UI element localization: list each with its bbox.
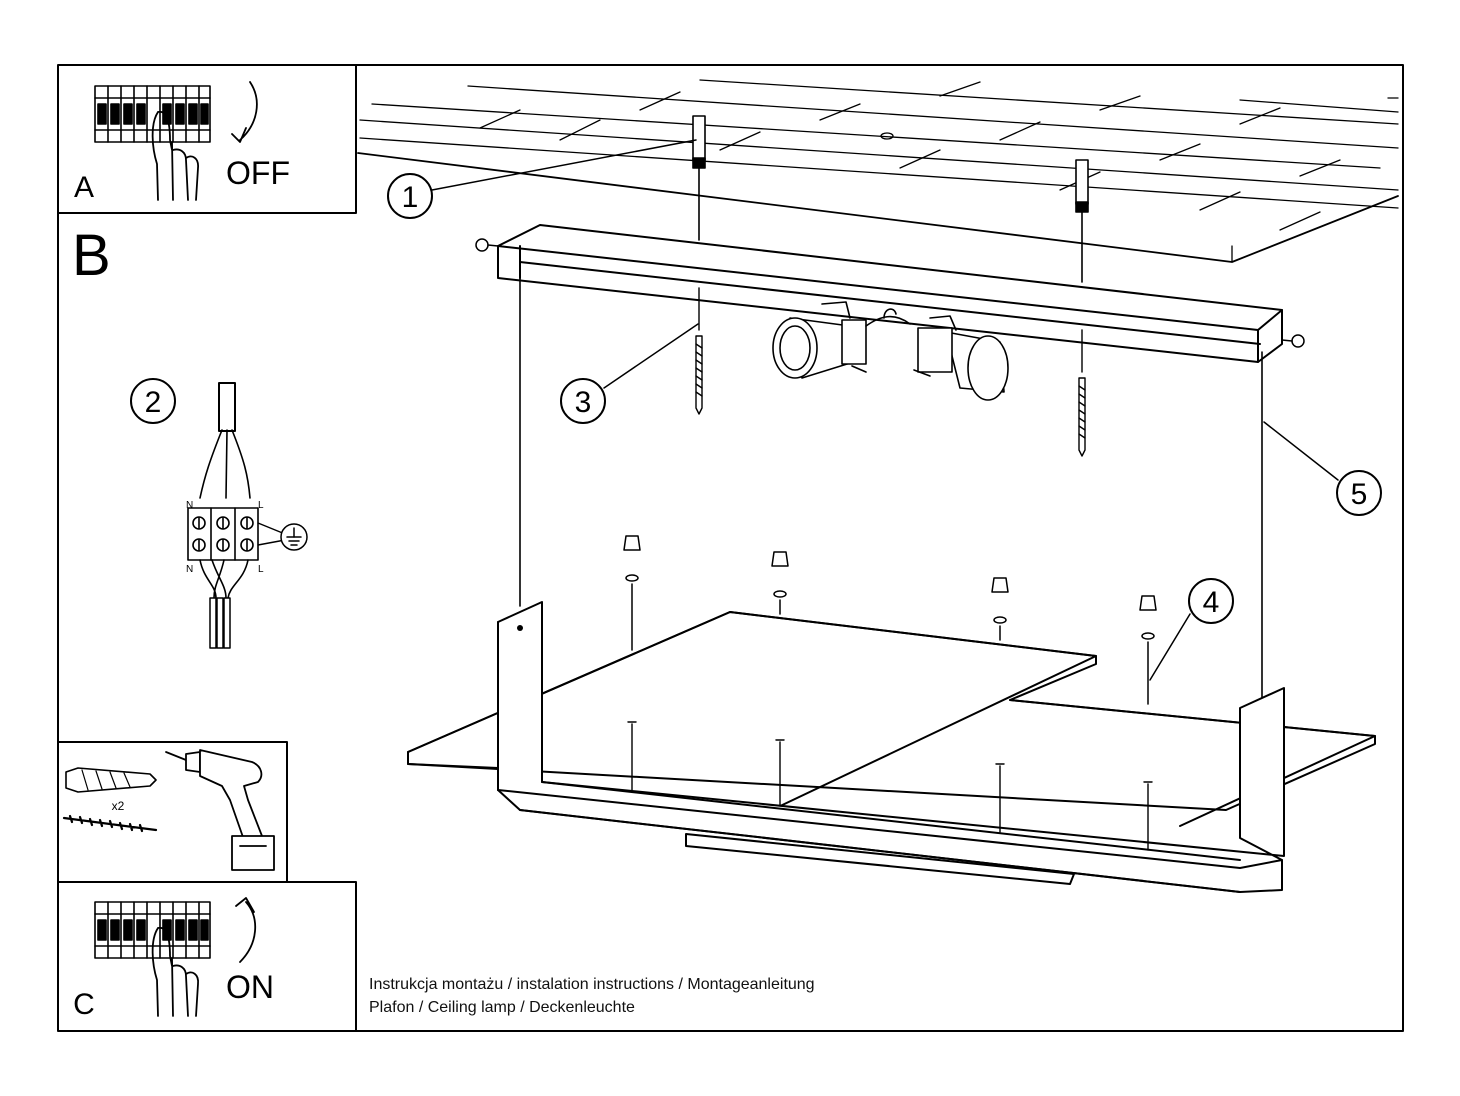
panel-a-off-label: OFF [226, 155, 290, 191]
side-screw-right [1281, 334, 1305, 348]
leader-5 [1263, 421, 1339, 481]
fixing-nuts [623, 535, 1157, 705]
drill-icon [165, 749, 275, 871]
neutral-label-bottom: N [186, 564, 193, 575]
callout-2 [130, 378, 176, 424]
side-screw-left [475, 238, 499, 252]
neutral-label-top: N [186, 500, 193, 511]
lamp-socket-right [913, 315, 1009, 401]
leader-1 [431, 139, 697, 191]
callout-1 [387, 173, 433, 219]
screw-icon [62, 814, 158, 833]
panel-c-border [57, 881, 357, 1032]
hand-icon [151, 110, 199, 201]
mounting-rail [497, 224, 1283, 363]
input-wires [199, 429, 251, 499]
footer-product-type: Plafon / Ceiling lamp / Deckenleuchte [369, 999, 635, 1016]
circuit-breaker-icon-on [94, 901, 211, 959]
frame-hole [517, 625, 523, 631]
hand-icon-on [151, 926, 199, 1017]
lower-bolts [627, 721, 1153, 851]
callout-2-label: 2 [145, 386, 162, 419]
callout-3 [560, 378, 606, 424]
live-label-bottom: L [258, 564, 264, 575]
leader-4 [1149, 613, 1191, 681]
sheet-border [57, 64, 1404, 1032]
terminal-block [187, 507, 259, 561]
long-screw-right [1078, 329, 1086, 457]
panel-a-letter: A [74, 171, 94, 204]
footer-instructions-title: Instrukcja montażu / instalation instruc… [369, 976, 815, 993]
long-screw-left [695, 287, 703, 415]
output-wires [199, 559, 249, 599]
tools-panel-border [57, 741, 288, 883]
wall-plug-icon [65, 767, 157, 793]
ground-icon [280, 523, 308, 551]
callout-5 [1336, 470, 1382, 516]
callout-3-label: 3 [575, 386, 592, 419]
bottom-plate [685, 833, 1075, 885]
panel-c-on-label: ON [226, 969, 274, 1005]
panel-b-letter: B [72, 223, 111, 288]
u-frame [497, 601, 1285, 893]
front-plate [407, 611, 1376, 827]
panel-c-letter: C [73, 988, 95, 1021]
quantity-label: x2 [112, 799, 125, 813]
ceiling-anchor-left [692, 115, 706, 241]
callout-5-label: 5 [1351, 478, 1368, 511]
callout-1-label: 1 [402, 181, 419, 214]
leader-3 [603, 323, 699, 389]
socket-bracket [865, 308, 911, 327]
ground-lead [257, 522, 286, 546]
cable-sheath [218, 382, 236, 432]
arrow-icon [231, 81, 258, 143]
lamp-socket-left [772, 301, 867, 379]
callout-4 [1188, 578, 1234, 624]
callout-4-label: 4 [1203, 586, 1220, 619]
ceiling [357, 79, 1399, 263]
panel-a-border [57, 64, 357, 214]
output-cables [209, 597, 231, 649]
arrow-icon-on [235, 897, 257, 963]
live-label-top: L [258, 500, 264, 511]
ceiling-anchor-right [1075, 159, 1089, 283]
